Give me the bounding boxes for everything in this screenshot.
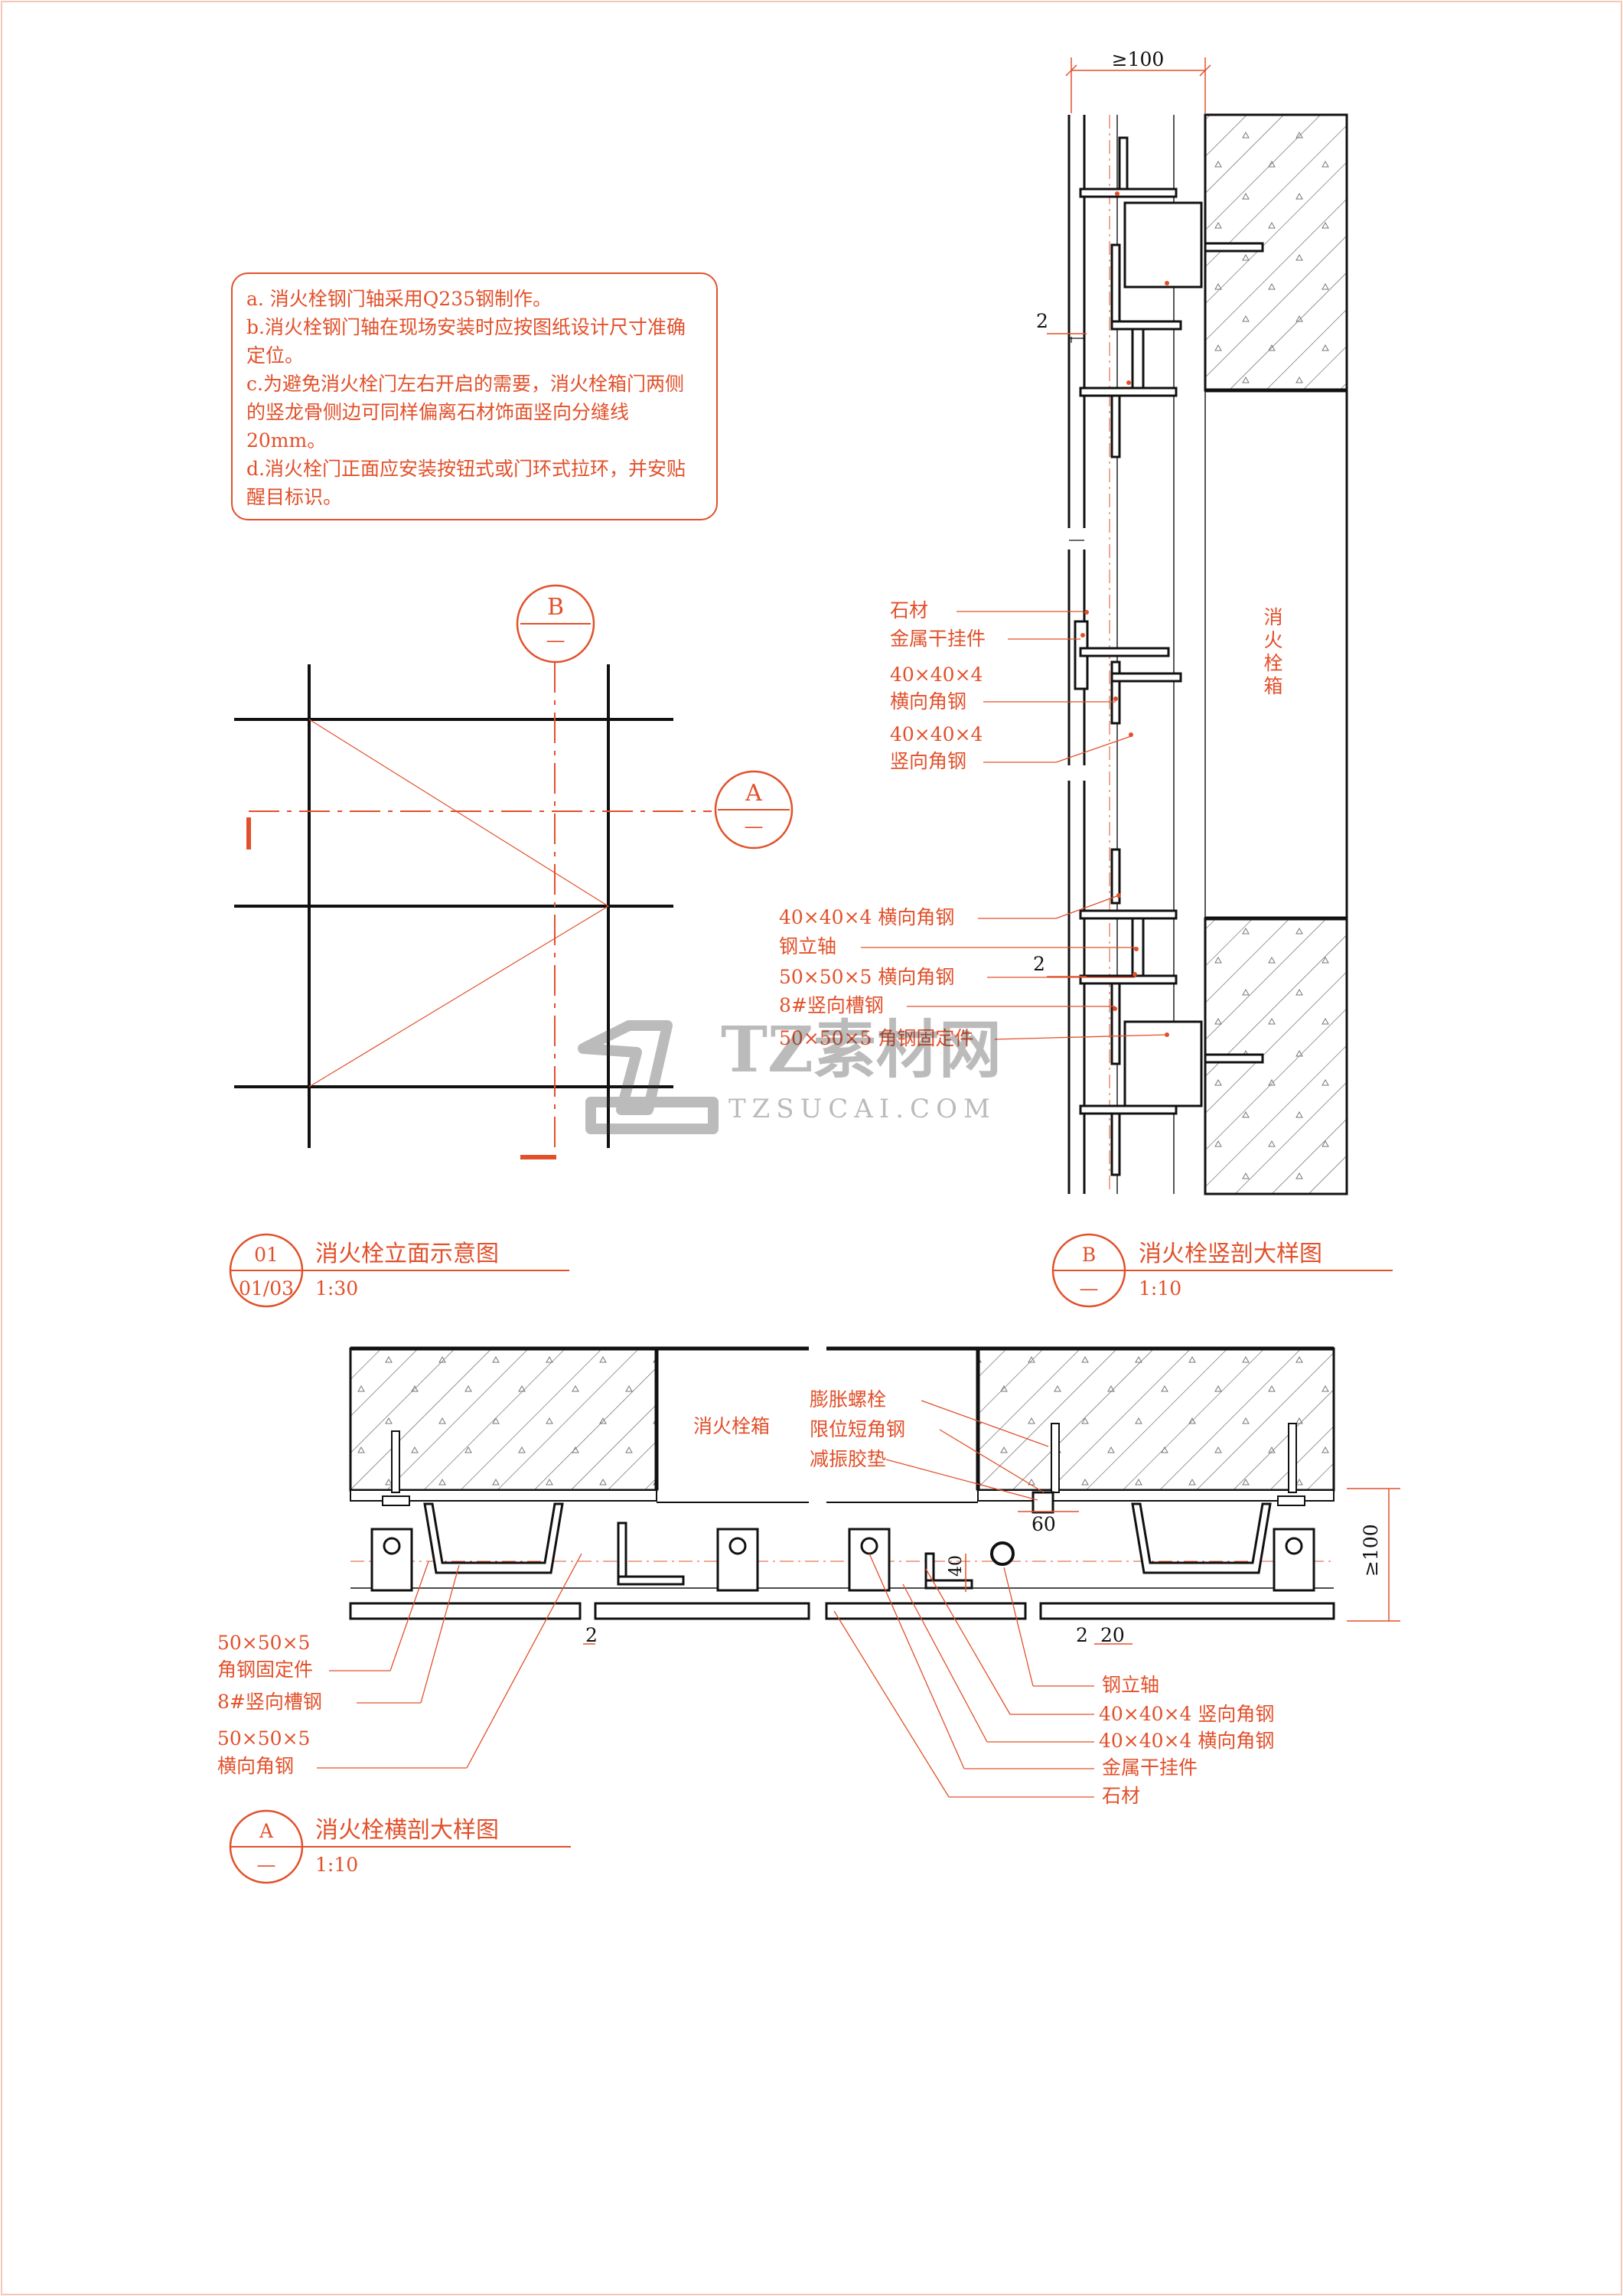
hsec-label-fix-name: 角钢固定件 (217, 1658, 313, 1681)
marker-a-label: A (745, 780, 762, 807)
dim-100: ≥100 (1360, 1524, 1382, 1577)
title-vsec-num: B (1082, 1244, 1096, 1266)
hsec-box-label: 消火栓箱 (693, 1415, 770, 1437)
marker-b-label: B (547, 594, 564, 621)
hsec-label-fix-size: 50×50×5 (217, 1632, 310, 1654)
vsec-label-channel: 8#竖向槽钢 (779, 994, 884, 1016)
vsec-label-cross-angle2: 50×50×5 横向角钢 (779, 966, 954, 988)
watermark-brand: TZ素材网 (721, 1013, 1002, 1087)
vsec-label-stone: 石材 (890, 599, 928, 621)
vsec-label-cross-angle: 40×40×4 横向角钢 (779, 906, 954, 928)
hsec-label-stop-angle: 限位短角钢 (810, 1418, 905, 1440)
title-elevation-text: 消火栓立面示意图 (315, 1241, 499, 1267)
title-vsec-scale: 1:10 (1139, 1277, 1181, 1300)
hsec-label-channel: 8#竖向槽钢 (217, 1691, 322, 1713)
dim-40: 40 (947, 1555, 966, 1577)
hsec-label-horiz-angle: 40×40×4 横向角钢 (1099, 1730, 1274, 1752)
vsec-box-label-3: 栓 (1263, 652, 1282, 674)
hsec-label-pivot: 钢立轴 (1102, 1674, 1159, 1696)
title-vertical-section: B — 消火栓竖剖大样图 1:10 (1051, 1233, 1393, 1308)
title-vsec-ref: — (1080, 1277, 1099, 1300)
title-horizontal-section: A — 消火栓横剖大样图 1:10 (229, 1809, 571, 1884)
vertical-section: ≥100 (779, 48, 1348, 1195)
watermark-site: TZSUCAI.COM (728, 1094, 996, 1124)
vsec-label-angle2-name: 竖向角钢 (890, 750, 966, 772)
hsec-label-bolt: 膨胀螺栓 (810, 1388, 886, 1411)
note-a: a. 消火栓钢门轴采用Q235钢制作。 (246, 288, 552, 310)
hsec-label-rubber: 减振胶垫 (810, 1448, 886, 1470)
elevation-drawing: B — A — (234, 584, 794, 1159)
watermark-logo-icon (578, 1020, 719, 1134)
vsec-box-label-1: 消 (1263, 606, 1282, 628)
dim-2-right: 2 (1076, 1624, 1088, 1646)
title-hsec-text: 消火栓横剖大样图 (315, 1817, 499, 1844)
note-d: d.消火栓门正面应安装按钮式或门环式拉环，并安贴醒目标识。 (246, 458, 686, 508)
hsec-label-angle-name: 横向角钢 (217, 1755, 294, 1777)
title-vsec-text: 消火栓竖剖大样图 (1139, 1241, 1322, 1267)
notes-box: a. 消火栓钢门轴采用Q235钢制作。 b.消火栓钢门轴在现场安装时应按图纸设计… (231, 272, 718, 520)
title-elevation: 01 01/03 消火栓立面示意图 1:30 (229, 1233, 569, 1308)
title-elevation-ref: 01/03 (239, 1277, 294, 1300)
title-elevation-scale: 1:30 (315, 1277, 358, 1300)
title-hsec-num: A (259, 1820, 274, 1842)
vsec-label-fixing-angle: 50×50×5 角钢固定件 (779, 1027, 973, 1049)
vsec-box-label-2: 火 (1263, 629, 1282, 651)
dim-20: 20 (1100, 1624, 1125, 1646)
hsec-label-stone: 石材 (1102, 1785, 1140, 1807)
title-hsec-scale: 1:10 (315, 1854, 358, 1876)
dim-top: ≥100 (1112, 48, 1165, 70)
horizontal-section: 消火栓箱 (217, 1346, 1400, 1807)
dim-gap-upper: 2 (1036, 310, 1048, 332)
note-c: c.为避免消火栓门左右开启的需要，消火栓箱门两侧的竖龙骨侧边可同样偏离石材饰面竖… (246, 373, 684, 452)
watermark: TZ素材网 TZSUCAI.COM (575, 995, 1065, 1140)
hsec-label-angle-size: 50×50×5 (217, 1727, 310, 1750)
dim-2-left: 2 (585, 1624, 598, 1646)
dim-gap-lower: 2 (1033, 953, 1045, 975)
note-b: b.消火栓钢门轴在现场安装时应按图纸设计尺寸准确定位。 (246, 316, 686, 367)
vsec-label-angle1-name: 横向角钢 (890, 690, 966, 713)
marker-a-sub: — (745, 815, 764, 837)
dim-60: 60 (1031, 1513, 1056, 1535)
marker-b-sub: — (546, 629, 565, 651)
vsec-label-hanger: 金属干挂件 (890, 628, 986, 650)
hsec-label-hanger: 金属干挂件 (1102, 1756, 1198, 1779)
vsec-label-angle2-size: 40×40×4 (890, 723, 983, 745)
vsec-label-angle1-size: 40×40×4 (890, 664, 983, 686)
hsec-label-vert-angle: 40×40×4 竖向角钢 (1099, 1703, 1274, 1725)
vsec-label-pivot: 钢立轴 (779, 935, 836, 957)
vsec-box-label-4: 箱 (1263, 675, 1282, 697)
title-hsec-ref: — (257, 1854, 276, 1876)
title-elevation-num: 01 (254, 1244, 279, 1266)
